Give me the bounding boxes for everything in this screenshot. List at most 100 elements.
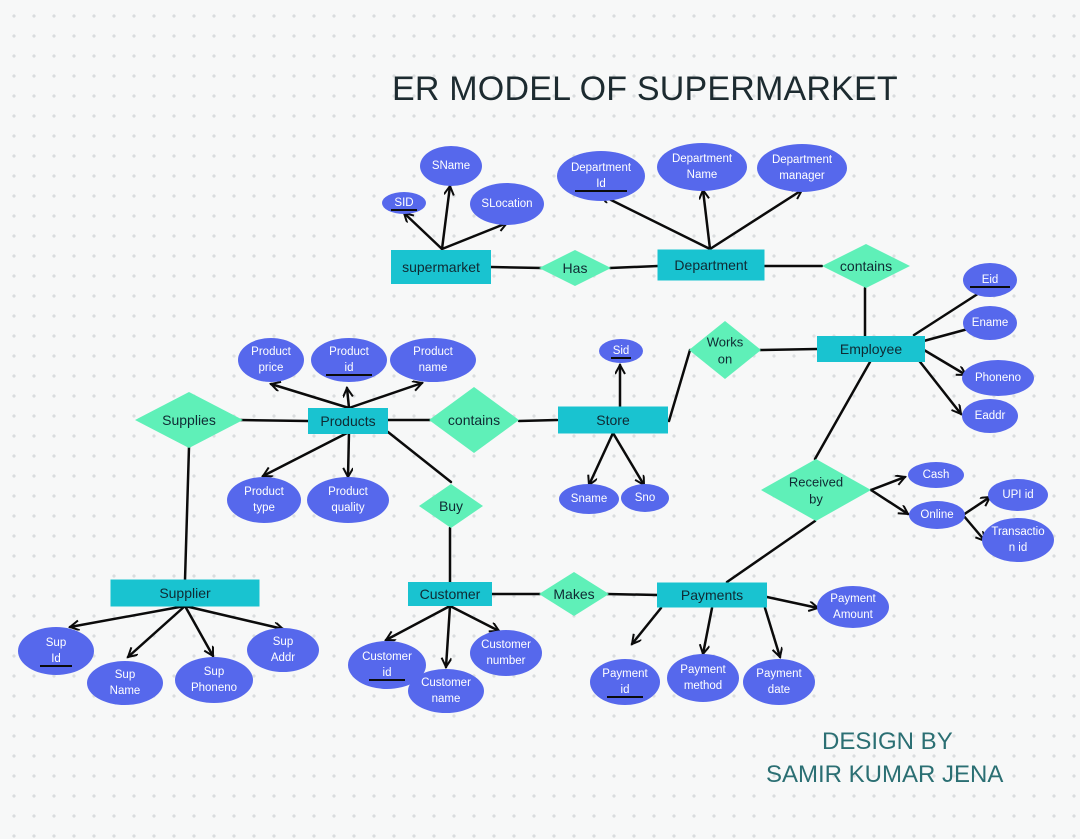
attribute-upi-id[interactable]: UPI id [988,479,1048,511]
attribute-label-line: date [768,684,790,696]
attribute-sno[interactable]: Sno [621,484,669,512]
entity-supermarket[interactable]: supermarket [391,250,491,284]
relationship-diamond [429,387,519,453]
attribute-sid[interactable]: SID [382,192,426,214]
attribute-eid[interactable]: Eid [963,263,1017,297]
attribute-store-sid[interactable]: Sid [599,339,643,363]
entity-label: Products [320,413,375,429]
attribute-online[interactable]: Online [909,501,965,529]
attribute-ellipse [621,484,669,512]
entity-label: Employee [840,341,902,357]
attribute-ellipse [962,399,1018,433]
attribute-label-line: Product [329,346,369,358]
attribute-label-line: Addr [271,652,295,664]
entity-department[interactable]: Department [657,249,765,281]
entity-employee[interactable]: Employee [817,336,925,362]
attribute-label-line: Department [672,153,733,165]
entity-label: Store [596,412,630,428]
relationship-diamond [539,572,609,616]
attribute-ellipse [247,628,319,672]
line-online-upi-id [961,495,990,517]
entity-supplier[interactable]: Supplier [110,579,260,607]
attribute-label-line: Id [51,653,61,665]
attribute-cash[interactable]: Cash [908,462,964,488]
line-customer-id [386,604,452,642]
entity-label: supermarket [402,259,480,275]
attribute-ellipse [963,263,1017,297]
relationship-label-line: Works [707,335,744,350]
relationship-makes[interactable]: Makes [539,572,609,616]
attribute-ellipse [470,630,542,676]
attribute-sname[interactable]: SName [420,146,482,186]
attribute-store-sname[interactable]: Sname [559,484,619,514]
attribute-ellipse [307,477,389,523]
attribute-ellipse [817,586,889,628]
entity-customer[interactable]: Customer [408,582,492,606]
line-products-type [263,430,351,476]
line-customer-number [448,604,499,631]
attribute-ename[interactable]: Ename [963,306,1017,340]
relationship-contains_prod_store[interactable]: contains [429,387,519,453]
line-payments-received-by [725,519,817,584]
attribute-label-line: Payment [602,668,648,680]
line-products-name [347,383,422,410]
attribute-label-line: number [487,655,526,667]
relationship-label: Buy [439,498,463,514]
line-products-id [347,388,349,410]
attribute-label: Cash [923,469,950,481]
line-customer-name [446,604,450,667]
attribute-phoneno[interactable]: Phoneno [962,360,1034,396]
attribute-label-line: Id [596,178,606,190]
attribute-label-line: Customer [362,651,412,663]
attribute-label: SID [394,197,413,209]
relationship-supplies[interactable]: Supplies [135,392,243,448]
relationship-contains_dept_emp[interactable]: contains [822,244,910,288]
attribute-customer-number[interactable]: Customer number [470,630,542,676]
line-supplier-name [128,604,187,657]
attribute-label-line: Customer [481,639,531,651]
attribute-ellipse [382,192,426,214]
attribute-label: Sid [613,345,630,357]
attribute-ellipse [238,338,304,382]
attribute-eaddr[interactable]: Eaddr [962,399,1018,433]
attribute-label-line: Product [413,346,453,358]
line-department-id [601,195,712,251]
relationship-has[interactable]: Has [539,250,611,286]
entity-store[interactable]: Store [558,406,668,434]
line-online-transaction-id [961,513,985,541]
relationship-buy[interactable]: Buy [419,484,483,528]
attribute-slocation[interactable]: SLocation [470,183,544,225]
line-supermarket-has [489,265,544,270]
attribute-label-line: quality [331,502,364,514]
entity-products[interactable]: Products [308,408,388,434]
attribute-label-line: Sup [204,666,224,678]
entity-payments[interactable]: Payments [657,582,767,608]
line-products-price [271,384,351,410]
line-payments-date [763,606,780,657]
entity-box [308,408,388,434]
